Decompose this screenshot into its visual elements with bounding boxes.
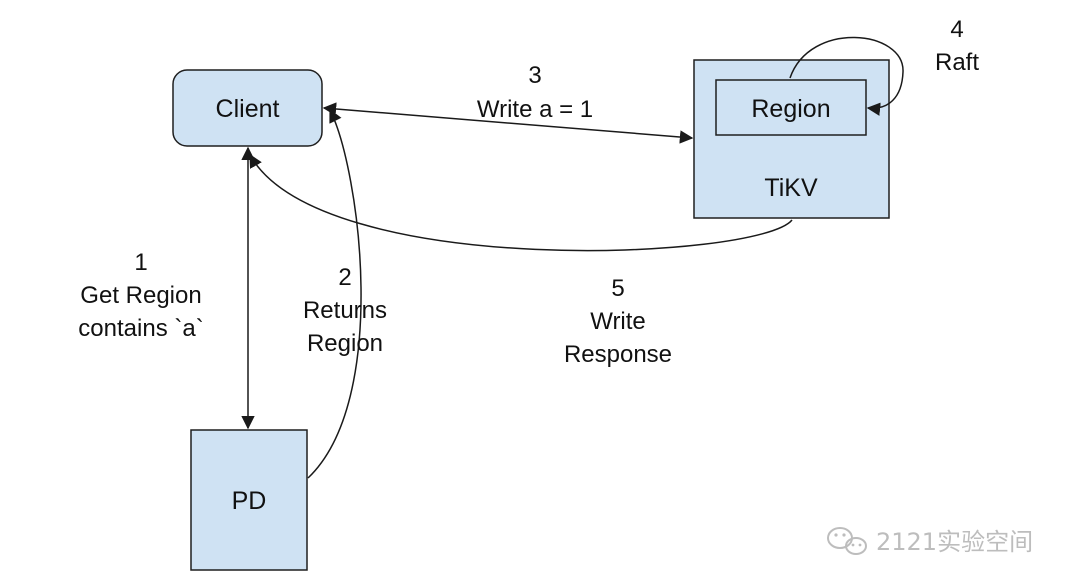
step-5-label: 5 Write Response <box>564 275 672 368</box>
edge-region-raft-loop <box>789 36 904 116</box>
region-label: Region <box>751 95 830 123</box>
tikv-label: TiKV <box>764 174 818 202</box>
edge-pd-client-returns-region <box>307 108 362 479</box>
edge-client-tikv-write <box>322 102 694 144</box>
step-2-line-2: Region <box>307 330 383 357</box>
step-3-line-1: Write a = 1 <box>477 96 593 123</box>
edge-tikv-client-write-response <box>249 153 793 252</box>
step-3-label: 3 Write a = 1 <box>477 62 593 123</box>
client-node: Client <box>172 69 323 147</box>
step-1-label: 1 Get Region contains `a` <box>78 249 203 342</box>
step-2-label: 2 Returns Region <box>303 264 387 357</box>
step-4-line-1: Raft <box>935 49 979 76</box>
client-label: Client <box>216 95 280 123</box>
pd-label: PD <box>232 487 267 515</box>
step-1-line-1: Get Region <box>80 282 201 309</box>
step-4-number: 4 <box>950 16 963 43</box>
step-5-line-1: Write <box>590 308 646 335</box>
step-4-label: 4 Raft <box>935 16 979 76</box>
step-3-number: 3 <box>528 62 541 89</box>
step-2-number: 2 <box>338 264 351 291</box>
step-1-line-2: contains `a` <box>78 315 203 342</box>
step-5-line-2: Response <box>564 341 672 368</box>
watermark: 2121实验空间 <box>827 527 1033 556</box>
wechat-icon <box>827 527 867 555</box>
pd-node: PD <box>190 429 308 571</box>
watermark-text: 2121实验空间 <box>876 528 1033 556</box>
tikv-node: TiKV Region <box>693 59 890 219</box>
step-5-number: 5 <box>611 275 624 302</box>
step-1-number: 1 <box>134 249 147 276</box>
region-node: Region <box>715 79 867 136</box>
step-2-line-1: Returns <box>303 297 387 324</box>
